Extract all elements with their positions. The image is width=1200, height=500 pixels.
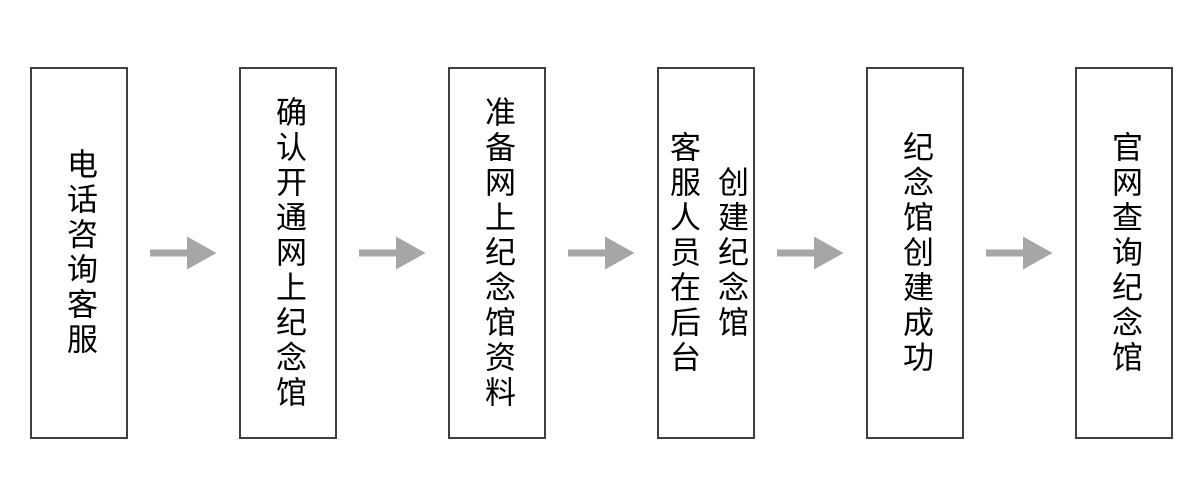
arrow-right-icon (777, 236, 844, 270)
arrow-right-icon (568, 236, 635, 270)
arrow-right-icon (986, 236, 1053, 270)
flow-arrow-2 (337, 67, 448, 439)
flow-step-1-label: 电话咨询客服 (62, 148, 97, 358)
arrow-right-icon (359, 236, 426, 270)
flow-arrow-4 (755, 67, 866, 439)
flow-step-4: 客服人员在后台 创建纪念馆 (657, 67, 755, 439)
flow-row: 电话咨询客服 确认开通网上纪念馆 准备网上纪念馆资料 客服人员在后台 创建纪念馆 (30, 67, 1173, 439)
flow-step-4-label: 客服人员在后台 创建纪念馆 (665, 130, 748, 376)
flow-arrow-3 (546, 67, 657, 439)
arrow-right-icon (150, 236, 217, 270)
flow-step-2-label: 确认开通网上纪念馆 (271, 95, 306, 411)
flow-step-3-label: 准备网上纪念馆资料 (480, 95, 515, 411)
flow-arrow-5 (964, 67, 1075, 439)
flow-step-5-label: 纪念馆创建成功 (898, 130, 933, 376)
flow-step-6-label: 官网查询纪念馆 (1107, 130, 1142, 376)
flow-step-2: 确认开通网上纪念馆 (239, 67, 337, 439)
flow-step-3: 准备网上纪念馆资料 (448, 67, 546, 439)
flow-step-1: 电话咨询客服 (30, 67, 128, 439)
flow-step-5: 纪念馆创建成功 (866, 67, 964, 439)
flow-step-6: 官网查询纪念馆 (1075, 67, 1173, 439)
flow-arrow-1 (128, 67, 239, 439)
